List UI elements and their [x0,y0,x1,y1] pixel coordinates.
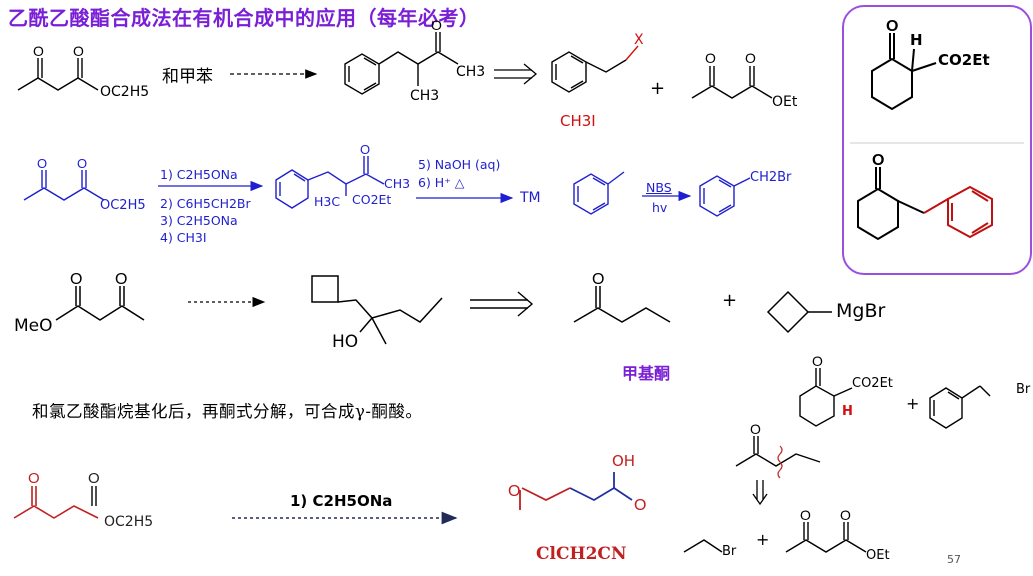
ethyl-acetoacetate-row1 [17,58,99,91]
acetoacetate-bottom-right [785,522,867,553]
step-3: 3) C2H5ONa [160,213,238,228]
co2et-label: CO2Et [352,192,392,207]
hv-label: hv [652,200,668,215]
benzyl-bromide-blue [699,175,751,217]
meo-label: MeO [14,316,53,336]
svg-text:O: O [886,18,898,35]
cyclobutyl-ring [766,290,832,334]
label-ch3-product: CH3 [456,64,486,80]
svg-text:O: O [750,421,761,437]
step-1: 1) C2H5ONa [160,167,238,182]
cyclohexanone-benzyl [857,167,925,241]
benzyl-bromide-right [929,385,991,429]
reagent-toluene-text: 和甲苯 [162,67,213,87]
cyclohexanone-ester-right [799,368,853,427]
page-title: 乙酰乙酸酯合成法在有机合成中的应用（每年必考） [8,6,480,30]
bottom-oh-label: OH [612,452,636,470]
co2et-right-label: CO2Et [852,376,893,391]
benzyl-halide [551,51,627,93]
bottom-acetoacetate [13,486,99,519]
svg-text:O: O [33,43,44,59]
plus-right-2: + [756,530,770,549]
svg-text:O: O [431,17,442,33]
retro-arrow-3 [470,291,534,317]
svg-text:O: O [508,483,520,500]
halide-x-label: X [634,32,644,48]
h3c-label: H3C [314,194,341,209]
svg-text:O: O [592,271,604,288]
svg-text:O: O [88,470,100,487]
step-6: 6) H⁺ △ [418,175,465,190]
start-label-row2: OC2H5 [100,198,146,213]
plus-row3: + [722,290,738,311]
methyl-acetoacetate [55,286,145,321]
step-4: 4) CH3I [160,230,207,245]
toluene [573,171,625,215]
acetoacetate-row2 [23,170,105,201]
plus-row1: + [650,78,666,99]
svg-text:O: O [28,470,40,487]
svg-text:O: O [73,43,84,59]
label-ch3-chain: CH3 [410,88,440,104]
page-number: 57 [947,553,961,566]
step-2: 2) C6H5CH2Br [160,196,251,211]
bottom-start-label: OC2H5 [104,514,154,530]
benzyl-group-red [923,185,993,239]
target-molecule-label: TM [520,190,541,206]
oet-label-row1: OEt [772,94,798,110]
disconnection-mark [777,445,783,479]
svg-text:O: O [840,507,851,523]
chloroacetonitrile-label: ClCH2CN [536,544,627,564]
gamma-keto-acid [519,472,633,510]
nbs-label: NBS [646,180,672,195]
svg-text:O: O [115,271,127,288]
step-5: 5) NaOH (aq) [418,157,501,172]
oet-right-label: OEt [866,548,890,563]
svg-text:O: O [872,152,884,169]
intermediate-row2 [275,156,385,209]
ch3-label-row2: CH3 [384,176,411,191]
svg-text:O: O [360,142,370,157]
panel-h-label: H [910,31,923,49]
panel-structures: O O [850,18,1024,241]
br-ethyl-label: Br [722,544,737,559]
svg-text:O: O [77,156,87,171]
retro-arrow-1 [494,63,538,85]
svg-text:O: O [812,353,823,369]
svg-text:O: O [745,50,756,66]
svg-text:O: O [70,271,82,288]
plus-right-1: + [906,394,920,413]
gamma-keto-acid-note: 和氯乙酸酯烷基化后，再酮式分解，可合成γ-酮酸。 [32,402,423,421]
down-double-arrow [752,480,768,506]
panel-co2et-label: CO2Et [938,51,990,69]
example-panel: O O H CO2Et [842,5,1032,275]
alpha-h-label: H [842,404,853,419]
bottom-step-label: 1) C2H5ONa [290,492,393,510]
cyclobutyl-alcohol [311,275,443,345]
product-benzyl-butanone [344,32,459,95]
ethyl-acetoacetate-oet [691,66,773,99]
ho-label: HO [332,332,359,352]
svg-text:O: O [37,156,47,171]
svg-text:O: O [705,50,716,66]
svg-text:O: O [634,497,646,514]
mgbr-label: MgBr [836,300,886,322]
start-label-row1: OC2H5 [100,84,150,100]
ethyl-propyl-ketone [735,436,821,467]
methyl-ketone [573,286,671,323]
br-label-right: Br [1016,382,1031,397]
ethyl-bromide [683,539,723,553]
methyl-ketone-caption: 甲基酮 [622,364,671,383]
ch2br-label: CH2Br [750,170,792,185]
methyl-iodide-label: CH3I [560,112,596,130]
cyclohexanone-ester [871,33,937,111]
svg-text:O: O [800,507,811,523]
